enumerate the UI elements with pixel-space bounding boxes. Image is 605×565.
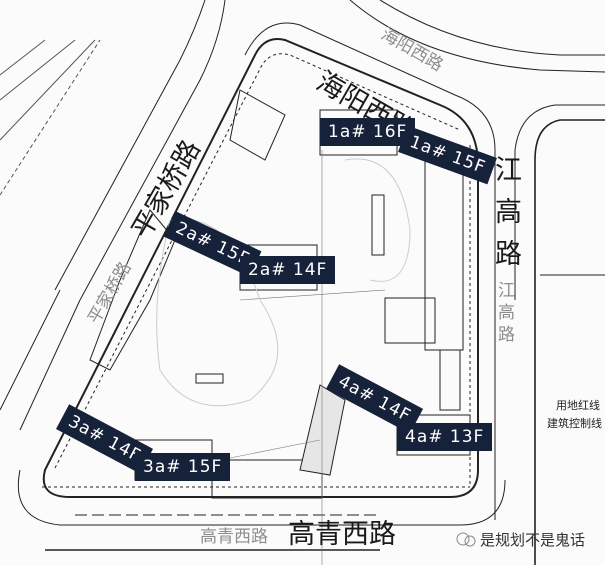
road-label-gaoqing-west: 高青西路 <box>288 519 396 550</box>
watermark: 是规划不是鬼话 <box>480 531 586 549</box>
watermark-wechat-icon <box>456 532 476 547</box>
road-label-jianggao-small: 江高路 <box>498 281 515 345</box>
legend-control-line: 建筑控制线 <box>547 417 602 430</box>
legend-red-line: 用地红线 <box>556 399 600 412</box>
building-label-3a-15f: 3a# 15F <box>135 453 231 481</box>
building-label-1a-16f: 1a# 16F <box>320 118 416 146</box>
building-label-4a-13f: 4a# 13F <box>397 423 493 451</box>
building-label-2a-14f: 2a# 14F <box>240 256 336 284</box>
road-label-gaoqing-west-small: 高青西路 <box>200 527 268 547</box>
road-label-jianggao: 江高路 <box>495 155 522 270</box>
